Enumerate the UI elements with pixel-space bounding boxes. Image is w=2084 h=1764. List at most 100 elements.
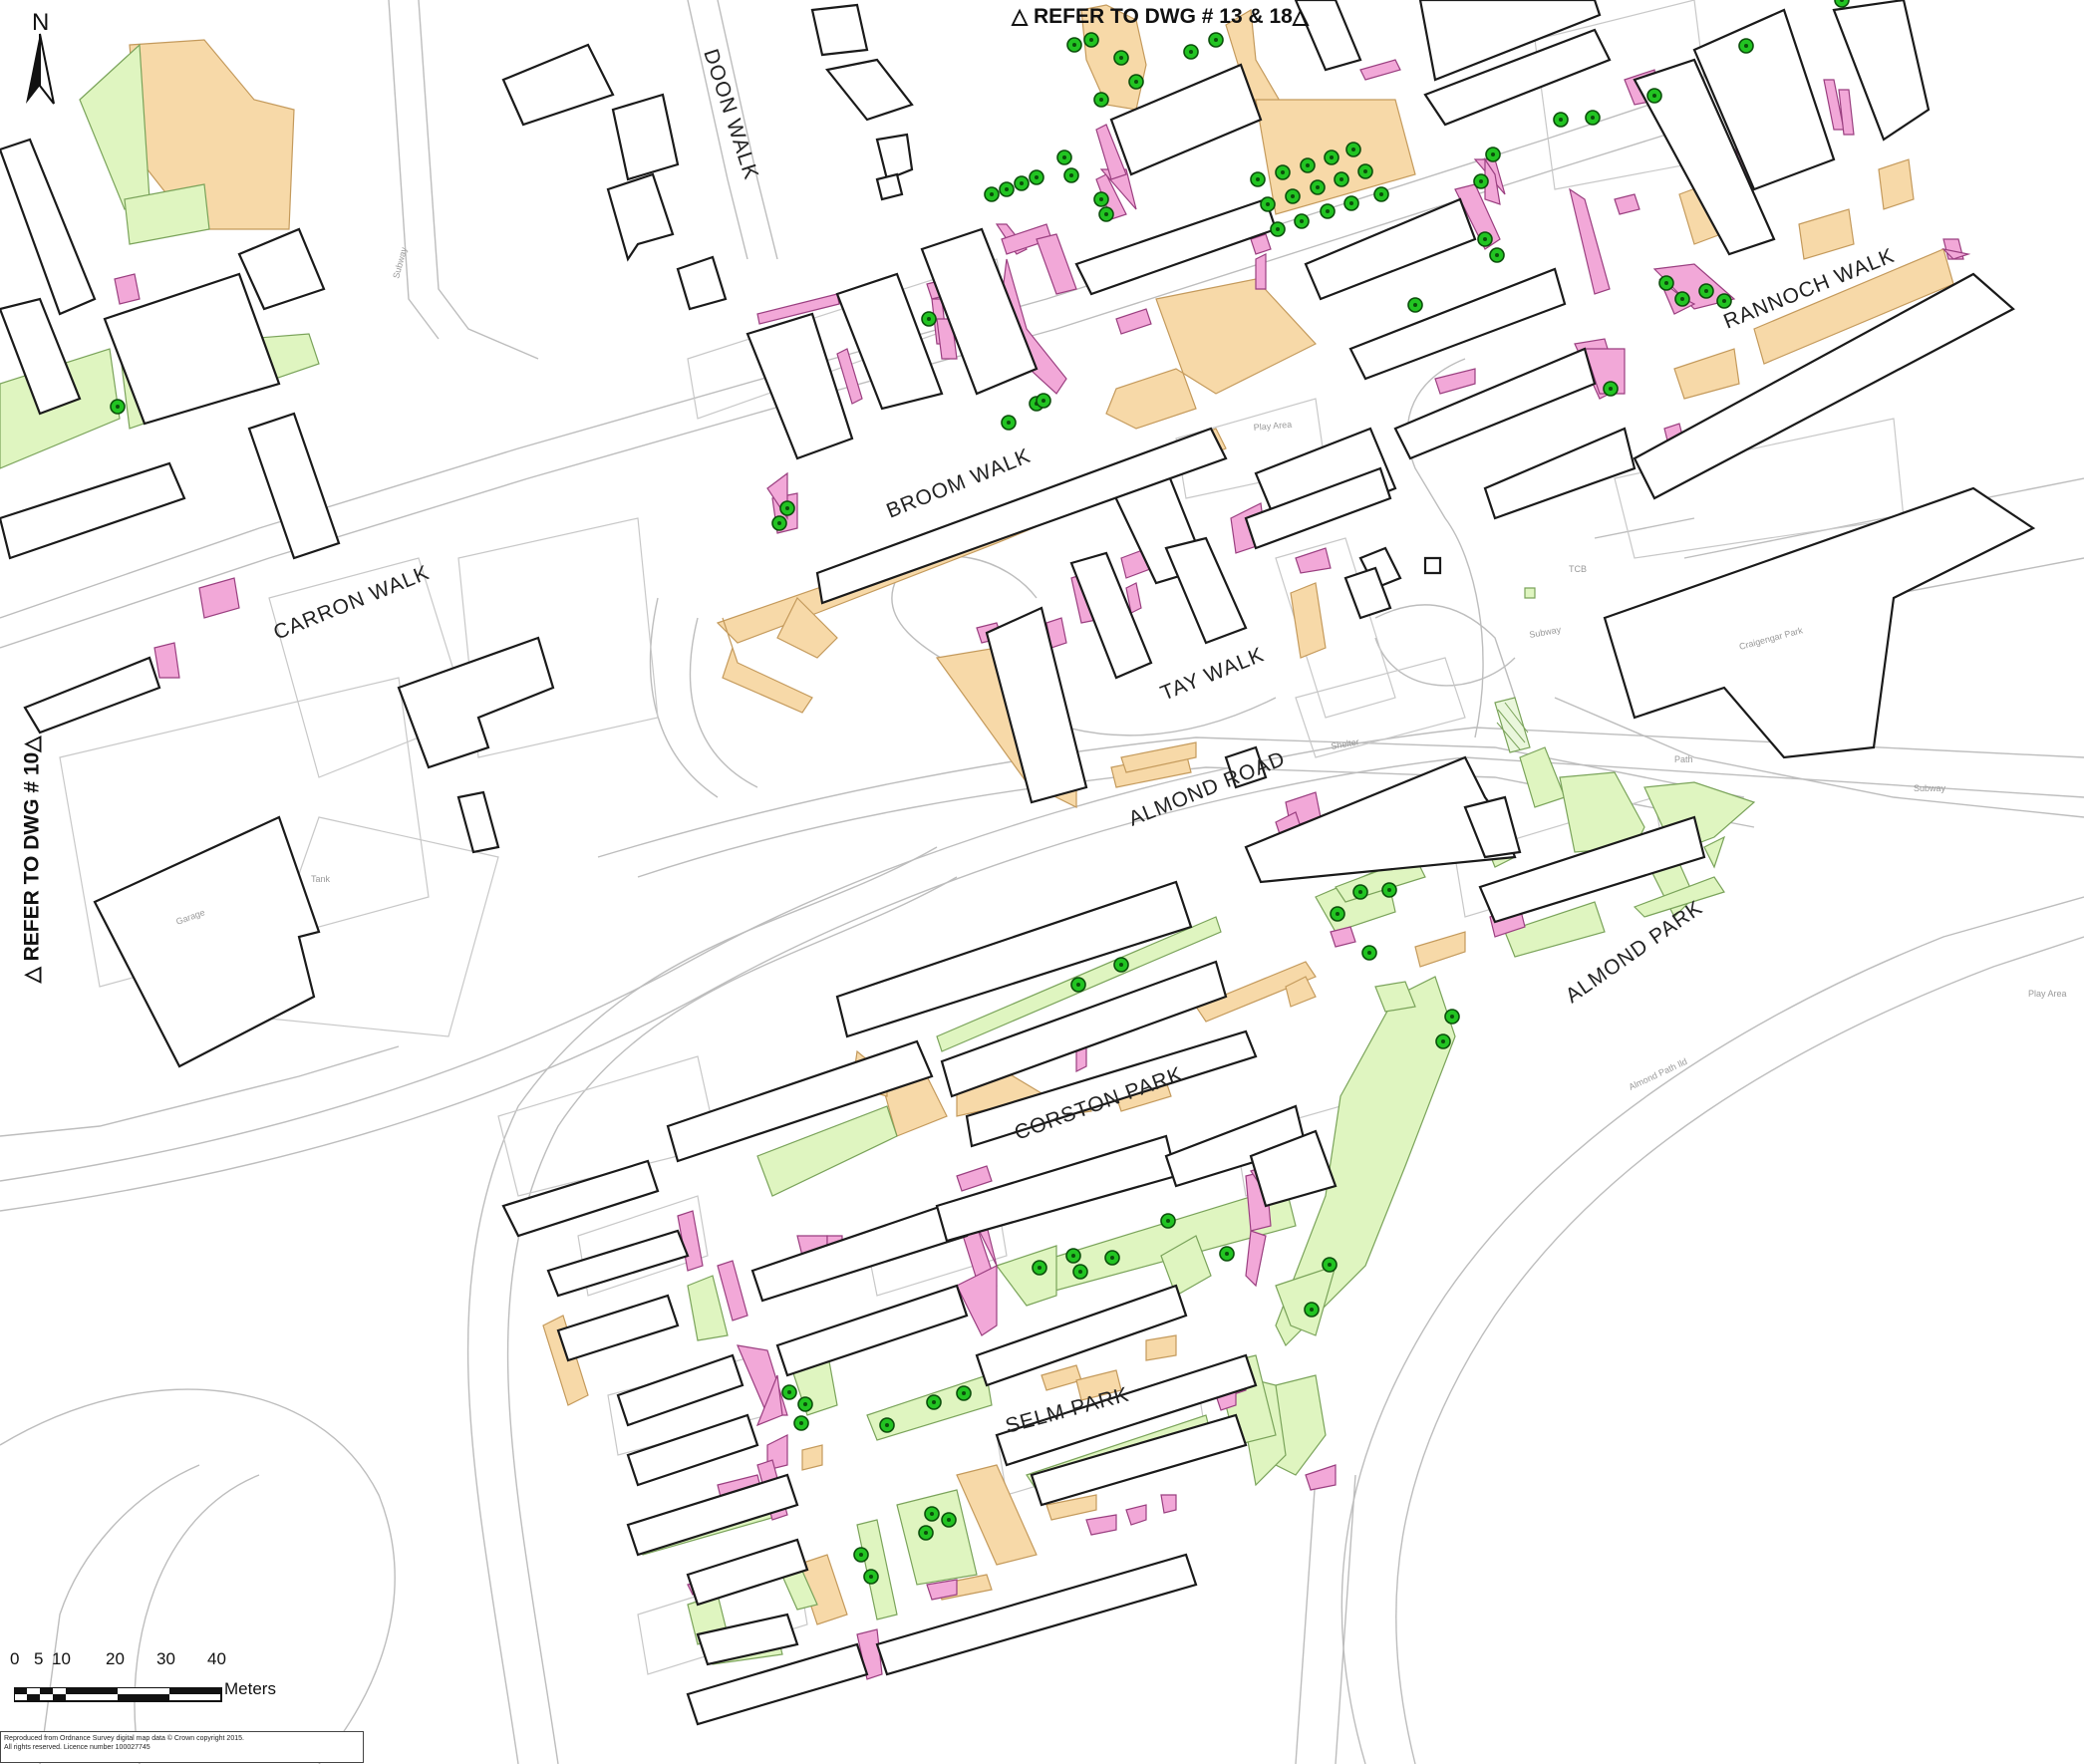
scale-tick-10: 10 <box>52 1649 71 1668</box>
tree-icon <box>793 1415 809 1431</box>
tree-icon <box>1477 231 1493 247</box>
play-area-right-label: Play Area <box>2028 989 2067 999</box>
tree-icon <box>1098 206 1114 222</box>
tree-icon <box>1104 1250 1120 1266</box>
north-arrow: N <box>14 4 58 109</box>
tree-icon <box>1260 196 1276 212</box>
tree-icon <box>1250 171 1266 187</box>
tree-icon <box>1485 147 1501 162</box>
street-label-tay-walk: TAY WALK <box>1157 643 1268 706</box>
tree-icon <box>1029 169 1044 185</box>
tree-icon <box>926 1394 942 1410</box>
tree-icon <box>1070 977 1086 993</box>
tree-icon <box>781 1384 797 1400</box>
tree-icon <box>1208 32 1224 48</box>
scale-tick-40: 40 <box>207 1649 226 1668</box>
tree-icon <box>879 1417 895 1433</box>
tree-icon <box>1834 0 1850 8</box>
tree-icon <box>1603 381 1619 397</box>
tree-icon <box>1489 247 1505 263</box>
tree-icon <box>1381 882 1397 898</box>
tree-icon <box>1698 283 1714 299</box>
tree-icon <box>1357 163 1373 179</box>
tree-icon <box>1036 393 1051 409</box>
scale-tick-0: 0 <box>10 1649 20 1668</box>
tree-icon <box>941 1512 957 1528</box>
tree-icon <box>771 515 787 531</box>
crosshatch-feature <box>1494 697 1531 753</box>
credit-line-2: All rights reserved. Licence number 1000… <box>4 1744 150 1751</box>
tree-icon <box>1435 1033 1451 1049</box>
tree-icon <box>1345 142 1361 157</box>
tree-icon <box>1674 291 1690 307</box>
tank-label: Tank <box>311 874 331 884</box>
tree-icon <box>1553 112 1569 128</box>
tree-icon <box>1066 37 1082 53</box>
tree-icon <box>1032 1260 1047 1276</box>
tree-icon <box>1001 415 1017 431</box>
tree-icon <box>1324 149 1340 165</box>
tree-icon <box>797 1396 813 1412</box>
tree-icon <box>956 1385 972 1401</box>
subway-label-3: Subway <box>1914 783 1946 793</box>
tree-icon <box>1373 186 1389 202</box>
street-label-carron-walk: CARRON WALK <box>270 561 433 645</box>
tree-icon <box>1183 44 1199 60</box>
tree-icon <box>779 500 795 516</box>
tree-icon <box>1072 1264 1088 1280</box>
scale-tick-5: 5 <box>34 1649 44 1668</box>
tree-icon <box>1294 213 1310 229</box>
tree-icon <box>999 181 1015 197</box>
subway-label-2: Subway <box>1529 624 1563 639</box>
tree-icon <box>1093 191 1109 207</box>
tree-icon <box>1083 32 1099 48</box>
tree-icon <box>110 399 126 415</box>
tree-icon <box>1646 88 1662 104</box>
scale-bar: 0 5 10 20 30 40 Meters <box>10 1649 276 1709</box>
tree-icon <box>1160 1213 1176 1229</box>
tree-icon <box>1473 173 1489 189</box>
tree-icon <box>1334 171 1349 187</box>
tree-icon <box>1361 945 1377 961</box>
tree-icon <box>1219 1246 1235 1262</box>
tree-icon <box>1304 1302 1320 1318</box>
tree-icon <box>1275 164 1291 180</box>
tree-icon <box>1063 167 1079 183</box>
reference-left: △ REFER TO DWG # 10△ <box>20 735 44 984</box>
tree-icon <box>1285 188 1301 204</box>
path-label: Path <box>1674 754 1693 764</box>
tree-icon <box>984 186 1000 202</box>
tree-icon <box>1320 203 1336 219</box>
scale-unit: Meters <box>224 1679 276 1698</box>
scale-tick-20: 20 <box>106 1649 125 1668</box>
scale-tick-30: 30 <box>156 1649 175 1668</box>
tree-icon <box>921 311 937 327</box>
north-label: N <box>32 9 49 36</box>
tree-icon <box>1738 38 1754 54</box>
tree-icon <box>1585 110 1601 126</box>
shelter-label: Shelter <box>1331 736 1360 751</box>
street-label-doon-walk: DOON WALK <box>699 46 762 182</box>
tree-icon <box>1113 50 1129 66</box>
buildings <box>0 0 2036 1726</box>
reference-top: △ REFER TO DWG # 13 & 18△ <box>1012 5 1309 28</box>
tree-icon <box>1330 906 1345 922</box>
tree-icon <box>1343 195 1359 211</box>
tree-icon <box>863 1569 879 1585</box>
north-arrow-icon: N <box>26 9 55 105</box>
tree-icon <box>918 1525 934 1541</box>
tree-icon <box>1270 221 1286 237</box>
tree-icon <box>1056 149 1072 165</box>
tree-icon <box>1716 293 1732 309</box>
tree-icon <box>924 1506 940 1522</box>
tree-icon <box>1093 92 1109 108</box>
tree-icon <box>1014 175 1030 191</box>
tree-icon <box>1444 1009 1460 1025</box>
scale-bar-graphic <box>14 1687 222 1702</box>
tree-icon <box>853 1547 869 1563</box>
tree-icon <box>1658 275 1674 291</box>
credit-line-1: Reproduced from Ordnance Survey digital … <box>4 1735 244 1742</box>
tree-icon <box>1352 884 1368 900</box>
copyright-credit: Reproduced from Ordnance Survey digital … <box>0 1731 364 1763</box>
